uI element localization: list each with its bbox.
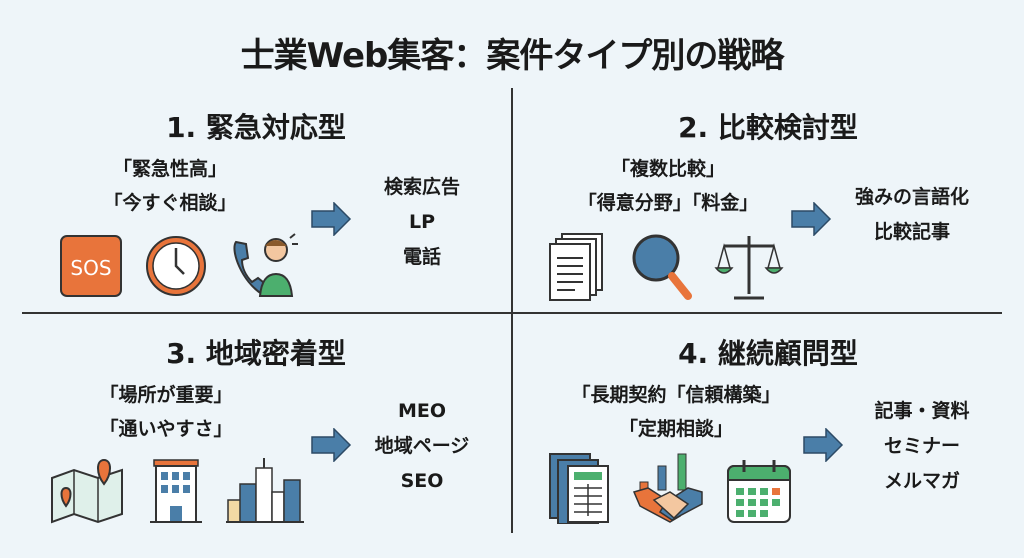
city-icon <box>226 458 304 523</box>
magnifier-icon <box>632 234 692 300</box>
keyword: 「場所が重要」 <box>99 384 233 406</box>
clock-icon <box>146 236 206 296</box>
phone-person-icon <box>233 233 298 297</box>
strategy-item: SEO <box>400 470 444 492</box>
report-icon <box>549 453 609 524</box>
keyword: 「得意分野」「料金」 <box>577 192 759 214</box>
quadrant-heading: 2. 比較検討型 <box>678 111 858 144</box>
keyword: 「定期相談」 <box>618 418 733 440</box>
quadrant-urgent: 1. 緊急対応型 「緊急性高」 「今すぐ相談」 検索広告 LP 電話 SOS <box>0 92 512 322</box>
keyword: 「長期契約「信頼構築」 <box>571 384 781 406</box>
strategy-item: 比較記事 <box>873 221 950 243</box>
quadrant-heading: 4. 継続顧問型 <box>678 337 858 370</box>
keyword: 「通いやすさ」 <box>99 418 233 440</box>
strategy-item: MEO <box>397 400 447 422</box>
keyword: 「複数比較」 <box>610 158 725 180</box>
strategy-item: 地域ページ <box>374 435 470 457</box>
vertical-divider <box>511 88 513 533</box>
arrow-right-icon <box>791 202 832 236</box>
strategy-item: 電話 <box>402 246 441 268</box>
arrow-right-icon <box>311 202 352 236</box>
calendar-icon <box>727 460 791 523</box>
strategy-item: メルマガ <box>883 470 960 492</box>
strategy-item: セミナー <box>883 435 960 457</box>
scales-icon <box>714 236 784 300</box>
quadrant-heading: 1. 緊急対応型 <box>166 111 346 144</box>
quadrant-retainer: 4. 継続顧問型 「長期契約「信頼構築」 「定期相談」 記事・資料 セミナー メ… <box>512 318 1024 548</box>
map-pin-icon <box>51 458 123 524</box>
strategy-item: LP <box>408 211 436 233</box>
sos-label: SOS <box>70 256 111 280</box>
sos-icon: SOS <box>60 235 122 297</box>
handshake-chart-icon <box>632 453 703 523</box>
keyword: 「今すぐ相談」 <box>103 192 237 214</box>
documents-icon <box>549 233 603 301</box>
quadrant-comparison: 2. 比較検討型 「複数比較」 「得意分野」「料金」 強みの言語化 比較記事 <box>512 92 1024 322</box>
quadrant-local: 3. 地域密着型 「場所が重要」 「通いやすさ」 MEO 地域ページ SEO <box>0 318 512 548</box>
arrow-right-icon <box>311 428 352 462</box>
quadrant-heading: 3. 地域密着型 <box>166 337 346 370</box>
strategy-item: 強みの言語化 <box>854 186 969 208</box>
keyword: 「緊急性高」 <box>112 158 227 180</box>
arrow-right-icon <box>803 428 844 462</box>
strategy-item: 検索広告 <box>383 176 460 198</box>
office-building-icon <box>150 459 202 523</box>
page-title: 士業Web集客：案件タイプ別の戦略 <box>240 36 785 76</box>
horizontal-divider <box>22 312 1002 314</box>
strategy-item: 記事・資料 <box>874 400 970 422</box>
